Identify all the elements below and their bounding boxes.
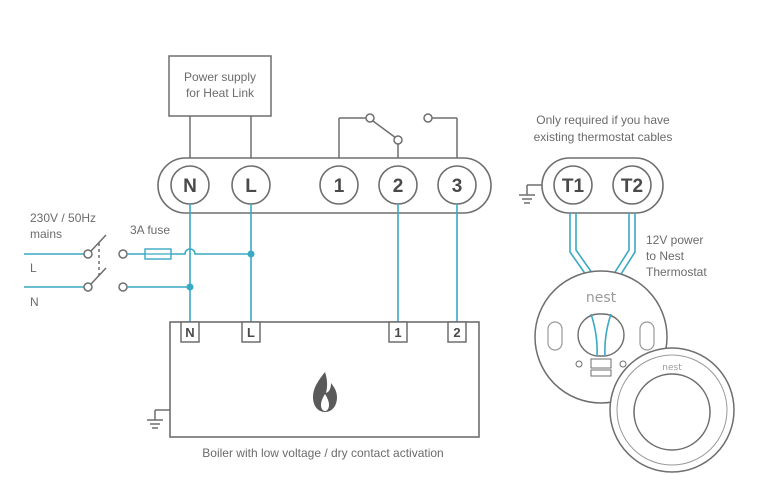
mains-supply: 230V / 50Hz mains L N	[24, 211, 96, 309]
ground-icon	[519, 184, 542, 204]
fuse-label: 3A fuse	[130, 223, 170, 237]
power12-label: 12V power to Nest Thermostat	[646, 233, 707, 279]
svg-text:2: 2	[453, 325, 460, 340]
power12-line2: to Nest	[646, 249, 685, 263]
thermostat-logo: nest	[662, 363, 682, 373]
power-supply-label-line1: Power supply	[184, 70, 256, 84]
terminal-1: 1	[319, 165, 359, 205]
terminal-t1: T1	[553, 165, 593, 205]
power-supply-box: Power supply for Heat Link	[168, 55, 272, 163]
boiler-caption: Boiler with low voltage / dry contact ac…	[202, 446, 443, 460]
svg-text:T1: T1	[562, 176, 585, 197]
svg-text:3: 3	[452, 176, 463, 197]
wiring	[127, 204, 458, 322]
terminal-2: 2	[378, 165, 418, 205]
fuse-icon: 3A fuse	[127, 223, 172, 260]
terminal-l: L	[231, 165, 271, 205]
svg-text:1: 1	[334, 176, 345, 197]
svg-text:T2: T2	[621, 176, 643, 197]
optional-note-line1: Only required if you have	[536, 113, 670, 127]
terminal-t2: T2	[612, 165, 652, 205]
heatlink-terminal-block: N L 1 2 3	[157, 157, 492, 214]
svg-text:N: N	[183, 176, 197, 197]
power-supply-label-line2: for Heat Link	[186, 86, 255, 100]
thermostat-wires	[569, 213, 636, 283]
live-label: L	[30, 261, 37, 275]
junction-dot-neutral	[186, 283, 194, 291]
boiler-terminal-l: L	[241, 321, 261, 343]
svg-text:N: N	[185, 325, 194, 340]
boiler: N L 1 2 Boiler with low voltage / dry co…	[147, 321, 480, 460]
svg-text:L: L	[245, 176, 257, 197]
optional-note: Only required if you have existing therm…	[534, 113, 673, 144]
terminal-3: 3	[437, 165, 477, 205]
boiler-terminal-1: 1	[388, 321, 408, 343]
optional-note-line2: existing thermostat cables	[534, 130, 673, 144]
svg-text:2: 2	[393, 176, 404, 197]
junction-dot-live	[247, 250, 255, 258]
relay-switch-icon	[338, 113, 458, 163]
mains-label-line2: mains	[30, 227, 62, 241]
double-pole-switch-icon	[83, 234, 128, 292]
mains-label-line1: 230V / 50Hz	[30, 211, 96, 225]
boiler-terminal-2: 2	[447, 321, 467, 343]
svg-text:L: L	[247, 325, 255, 340]
thermostat-terminal-block: T1 T2	[541, 157, 664, 214]
base-logo: nest	[586, 290, 617, 306]
neutral-label: N	[30, 295, 39, 309]
power12-line1: 12V power	[646, 233, 703, 247]
boiler-terminal-n: N	[180, 321, 200, 343]
ground-icon	[147, 409, 170, 429]
flame-icon	[313, 372, 337, 412]
power12-line3: Thermostat	[646, 265, 707, 279]
nest-thermostat: nest	[609, 347, 735, 473]
svg-text:1: 1	[394, 325, 401, 340]
terminal-n: N	[170, 165, 210, 205]
